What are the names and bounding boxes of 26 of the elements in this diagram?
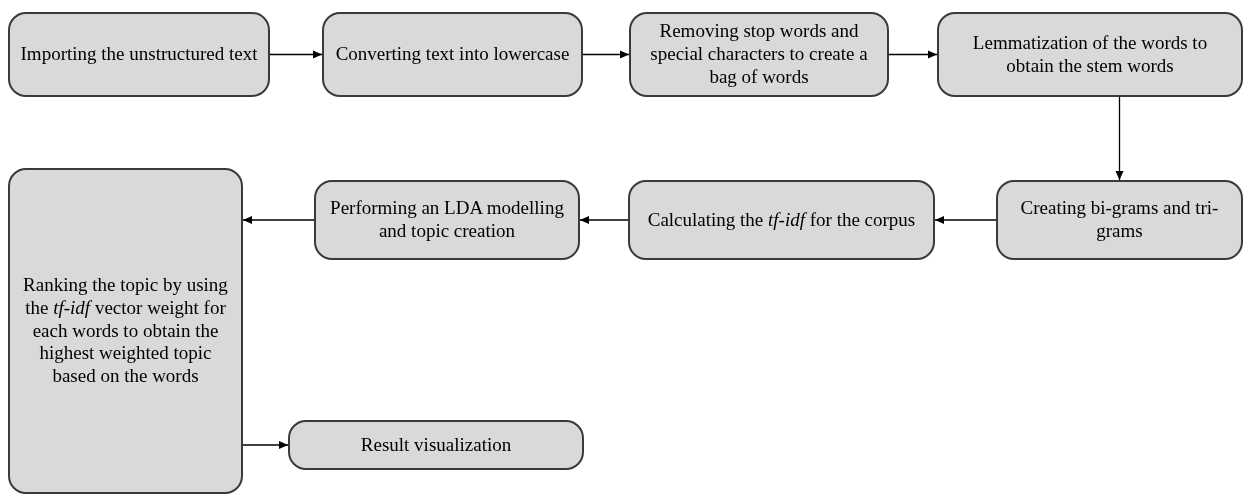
box-label: Ranking the topic by using the tf-idf vector weight for each words to obtain the highest weighted topic based on the words (22, 274, 229, 388)
process-box (996, 180, 1243, 260)
arrow (242, 441, 289, 449)
box-label: Converting text into lowercase (335, 43, 570, 66)
box-label: Performing an LDA modelling and topic creation (329, 197, 565, 243)
box-label: Creating bi-grams and tri-grams (1019, 197, 1220, 243)
arrow (582, 50, 630, 59)
arrow (888, 50, 938, 59)
box-label: Importing the unstructured text (20, 43, 258, 66)
process-box (288, 420, 584, 470)
process-box (314, 180, 580, 260)
process-box (629, 12, 889, 97)
arrow (934, 216, 997, 224)
box-label: Removing stop words and special characters to create a bag of words (649, 20, 869, 89)
box-label: Lemmatization of the words to obtain the stem words (971, 31, 1209, 78)
box-label: Result visualization (360, 433, 512, 457)
process-box (8, 168, 243, 494)
box-label: Calculating the tf-idf for the corpus (647, 208, 916, 232)
process-box (322, 12, 583, 97)
arrow (269, 50, 323, 59)
process-box (8, 12, 270, 97)
process-box (628, 180, 935, 260)
arrow (242, 216, 315, 224)
arrow (1115, 96, 1124, 181)
process-box (937, 12, 1243, 97)
arrow (579, 216, 629, 224)
